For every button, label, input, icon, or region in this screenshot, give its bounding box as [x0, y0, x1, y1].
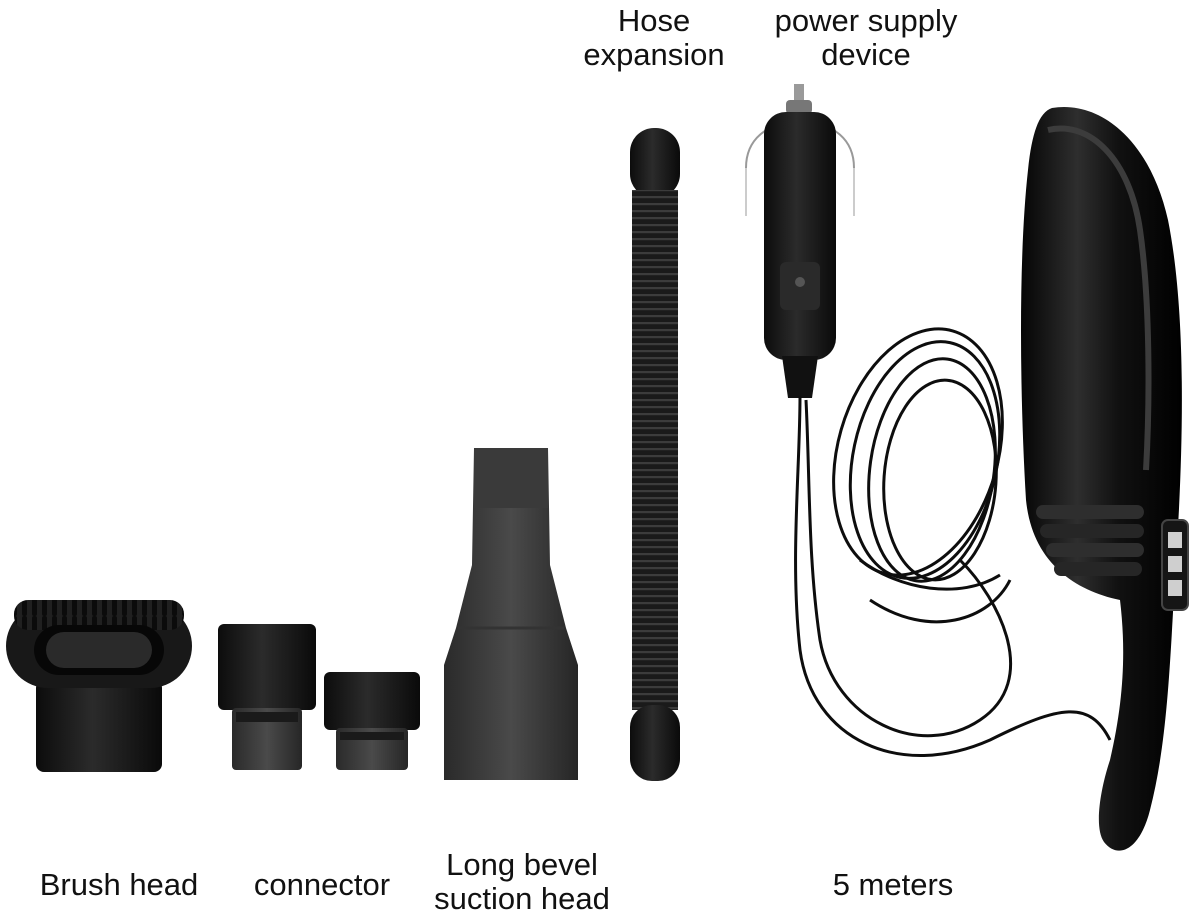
bevel-label-line-2: suction head	[434, 881, 610, 916]
connector-large	[218, 624, 316, 770]
connector-label: connector	[253, 867, 391, 902]
vacuum-nozzle-rings	[1036, 505, 1144, 576]
vacuum-body	[1021, 106, 1189, 851]
power-label-line-1: power supply	[774, 3, 958, 38]
long-bevel-suction-head-label: Long bevel suction head	[408, 848, 636, 916]
brush-head	[6, 600, 192, 772]
cord-length-label: 5 meters	[832, 867, 954, 902]
power-cord	[794, 327, 1112, 757]
long-bevel-suction-head	[444, 448, 578, 780]
power-supply-device	[745, 84, 855, 398]
brush-head-label: Brush head	[39, 867, 199, 902]
power-label-line-2: device	[821, 37, 911, 72]
hose-expansion-label: Hose expansion	[562, 4, 746, 72]
hose-label-line-1: Hose	[617, 3, 691, 38]
hose-expansion	[630, 128, 680, 781]
hose-label-line-2: expansion	[583, 37, 725, 72]
power-supply-device-label: power supply device	[746, 4, 986, 72]
bevel-label-line-1: Long bevel	[446, 847, 598, 882]
connector-small	[324, 672, 420, 770]
